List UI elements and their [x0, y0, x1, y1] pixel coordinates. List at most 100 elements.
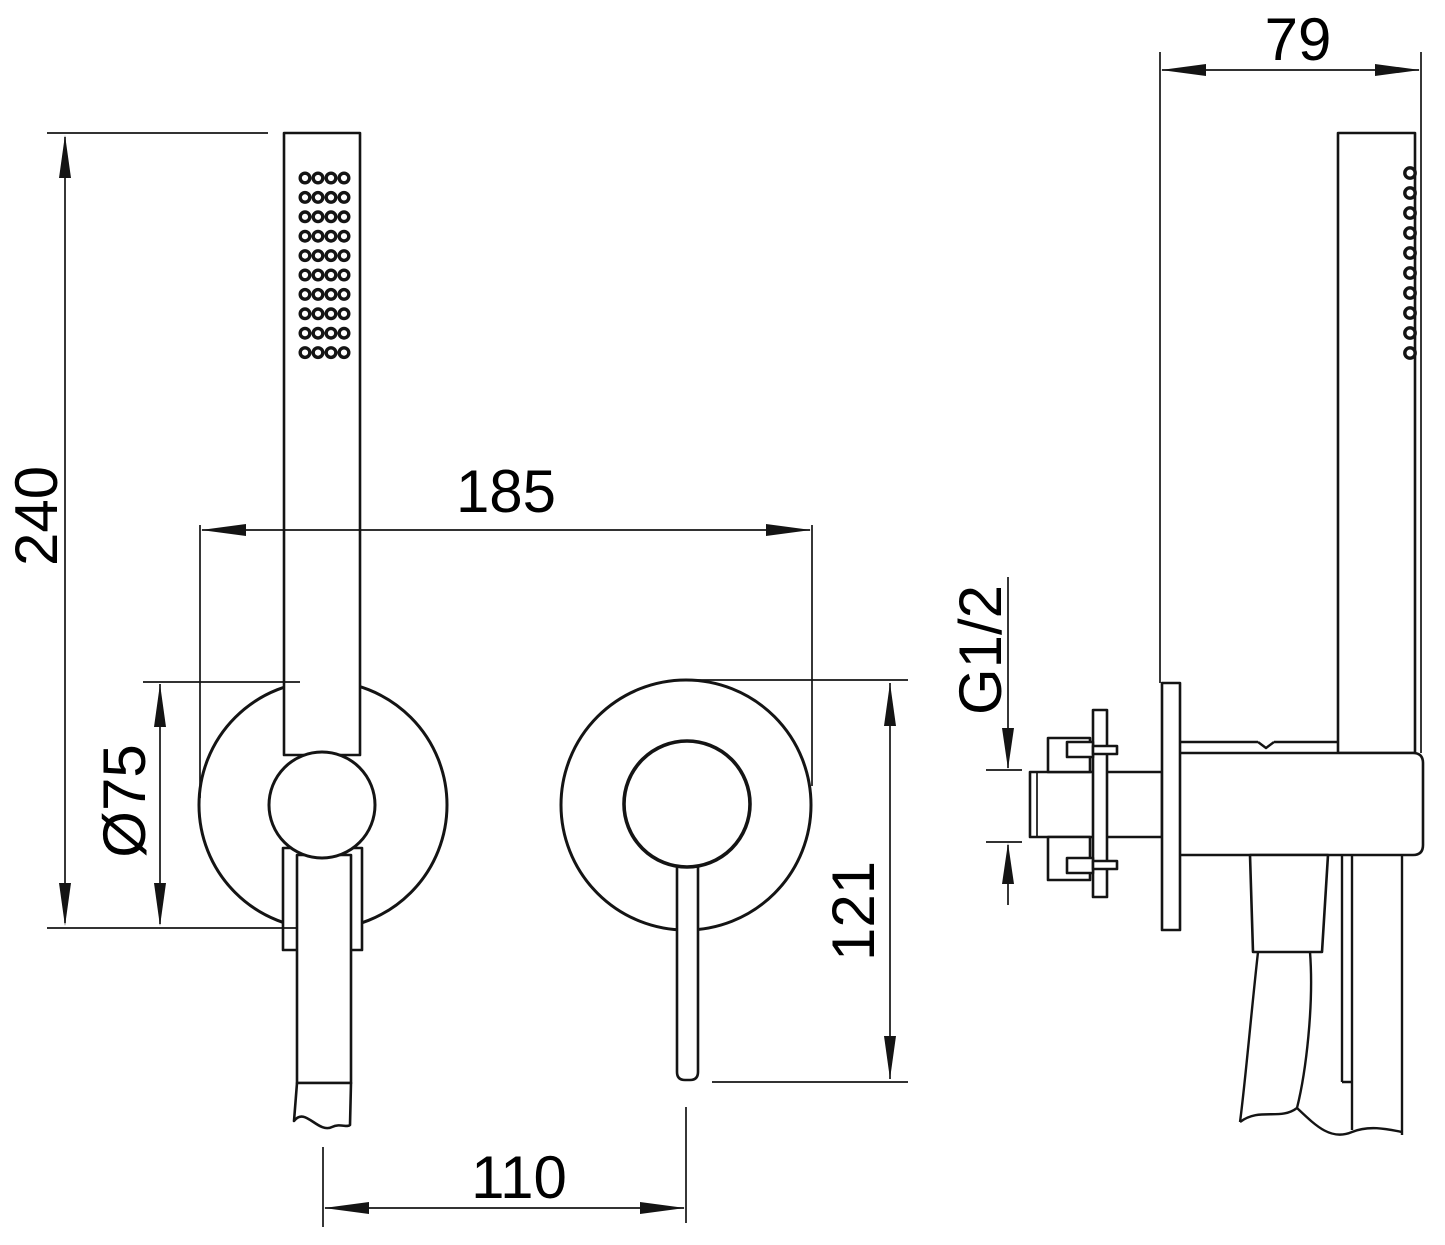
dimension-thread-g12: G1/2	[947, 577, 1022, 905]
mixer-cartridge-circle	[622, 739, 752, 869]
mixer-lever-side-base	[1248, 853, 1330, 954]
mixer-lever-front	[675, 838, 700, 1082]
hand-shower-grip-lower	[295, 853, 353, 1085]
hand-shower-handle-front	[282, 131, 362, 757]
spray-nozzles-front	[298, 171, 351, 360]
nozzle-dot	[311, 210, 325, 224]
spray-nozzles-side	[1403, 166, 1417, 360]
nozzle-dot	[311, 171, 325, 185]
nozzle-dot	[324, 210, 338, 224]
dim-g12-arrow-up	[1002, 843, 1014, 884]
dim-121-arrow-down	[884, 1036, 896, 1079]
nozzle-dot	[311, 249, 325, 263]
nozzle-dot	[324, 268, 338, 282]
dim-110-arrow-right	[640, 1202, 685, 1214]
holder-knob-circle	[267, 750, 377, 860]
fixing-screw-lower	[1065, 856, 1095, 875]
nozzle-dot	[1403, 326, 1417, 340]
nozzle-dot	[311, 326, 325, 340]
dim-75-label: Ø75	[91, 744, 158, 857]
nozzle-dot	[298, 346, 312, 360]
nozzle-dot	[1403, 246, 1417, 260]
nozzle-dot	[324, 229, 338, 243]
nozzle-dot	[337, 346, 351, 360]
hand-shower-side	[1336, 131, 1417, 755]
nozzle-dot	[298, 171, 312, 185]
nozzle-dot	[337, 171, 351, 185]
nozzle-dot	[337, 268, 351, 282]
nozzle-dot	[337, 190, 351, 204]
nozzle-dot	[311, 346, 325, 360]
nozzle-dot	[337, 307, 351, 321]
side-view	[1028, 131, 1425, 1136]
nozzle-dot	[1403, 166, 1417, 180]
nozzle-dot	[1403, 346, 1417, 360]
dim-240-arrow-down	[59, 883, 71, 926]
nozzle-dot	[324, 171, 338, 185]
nozzle-dot	[337, 210, 351, 224]
nozzle-dot	[324, 249, 338, 263]
dim-110-label: 110	[471, 1144, 567, 1211]
hose-side-edges	[1340, 855, 1404, 1135]
nozzle-dot	[311, 268, 325, 282]
nozzle-dot	[298, 287, 312, 301]
mixer-body-side	[1176, 751, 1425, 857]
nozzle-dot	[298, 326, 312, 340]
nozzle-dot	[298, 210, 312, 224]
nozzle-dot	[324, 346, 338, 360]
nozzle-dot	[1403, 206, 1417, 220]
dimension-diameter-75: Ø75	[91, 681, 300, 926]
escutcheon-plate-side	[1160, 681, 1182, 932]
nozzle-dot	[1403, 266, 1417, 280]
dim-185-label: 185	[456, 458, 556, 525]
nozzle-dot	[298, 249, 312, 263]
nozzle-dot	[337, 326, 351, 340]
nozzle-dot	[311, 287, 325, 301]
dim-240-arrow-up	[59, 135, 71, 178]
dimension-240: 240	[3, 132, 298, 929]
mixer-lever-side-left-edge	[1238, 951, 1260, 1123]
dim-185-arrow-right	[766, 524, 811, 536]
nozzle-dot	[337, 229, 351, 243]
nozzle-dot	[1403, 306, 1417, 320]
nozzle-dot	[1403, 226, 1417, 240]
hose-break-side	[1239, 1106, 1403, 1136]
nozzle-dot	[298, 229, 312, 243]
dim-185-arrow-left	[201, 524, 246, 536]
dimension-110: 110	[322, 1107, 687, 1227]
nozzle-dot	[298, 190, 312, 204]
nozzle-dot	[311, 229, 325, 243]
dim-75-arrow-down	[154, 883, 166, 926]
nozzle-dot	[337, 287, 351, 301]
nozzle-dot	[324, 326, 338, 340]
dim-121-arrow-up	[884, 683, 896, 726]
dim-110-arrow-left	[324, 1202, 369, 1214]
front-view-mixer	[559, 678, 813, 1082]
nozzle-dot	[324, 287, 338, 301]
nozzle-dot	[324, 190, 338, 204]
fixing-screw-upper	[1065, 740, 1095, 759]
nozzle-dot	[324, 307, 338, 321]
nozzle-dot	[1403, 286, 1417, 300]
nozzle-dot	[1403, 186, 1417, 200]
holder-arm-side	[1180, 740, 1338, 750]
dimension-185: 185	[199, 458, 813, 798]
nozzle-dot	[311, 190, 325, 204]
hose-break-front	[292, 1081, 353, 1130]
dim-79-arrow-left	[1161, 64, 1206, 76]
nozzle-dot	[298, 268, 312, 282]
fixing-screw-lower-shaft	[1091, 859, 1119, 871]
dim-75-arrow-up	[154, 684, 166, 727]
dim-79-label: 79	[1265, 6, 1332, 73]
dimension-121: 121	[676, 679, 908, 1083]
nozzle-dot	[311, 307, 325, 321]
dim-g12-label: G1/2	[947, 585, 1014, 715]
dimension-79: 79	[1159, 6, 1422, 753]
dim-121-label: 121	[820, 861, 887, 961]
dim-g12-arrow-down	[1002, 728, 1014, 769]
dim-79-arrow-right	[1375, 64, 1420, 76]
mounting-bracket-bar	[1091, 708, 1109, 899]
nozzle-dot	[337, 249, 351, 263]
